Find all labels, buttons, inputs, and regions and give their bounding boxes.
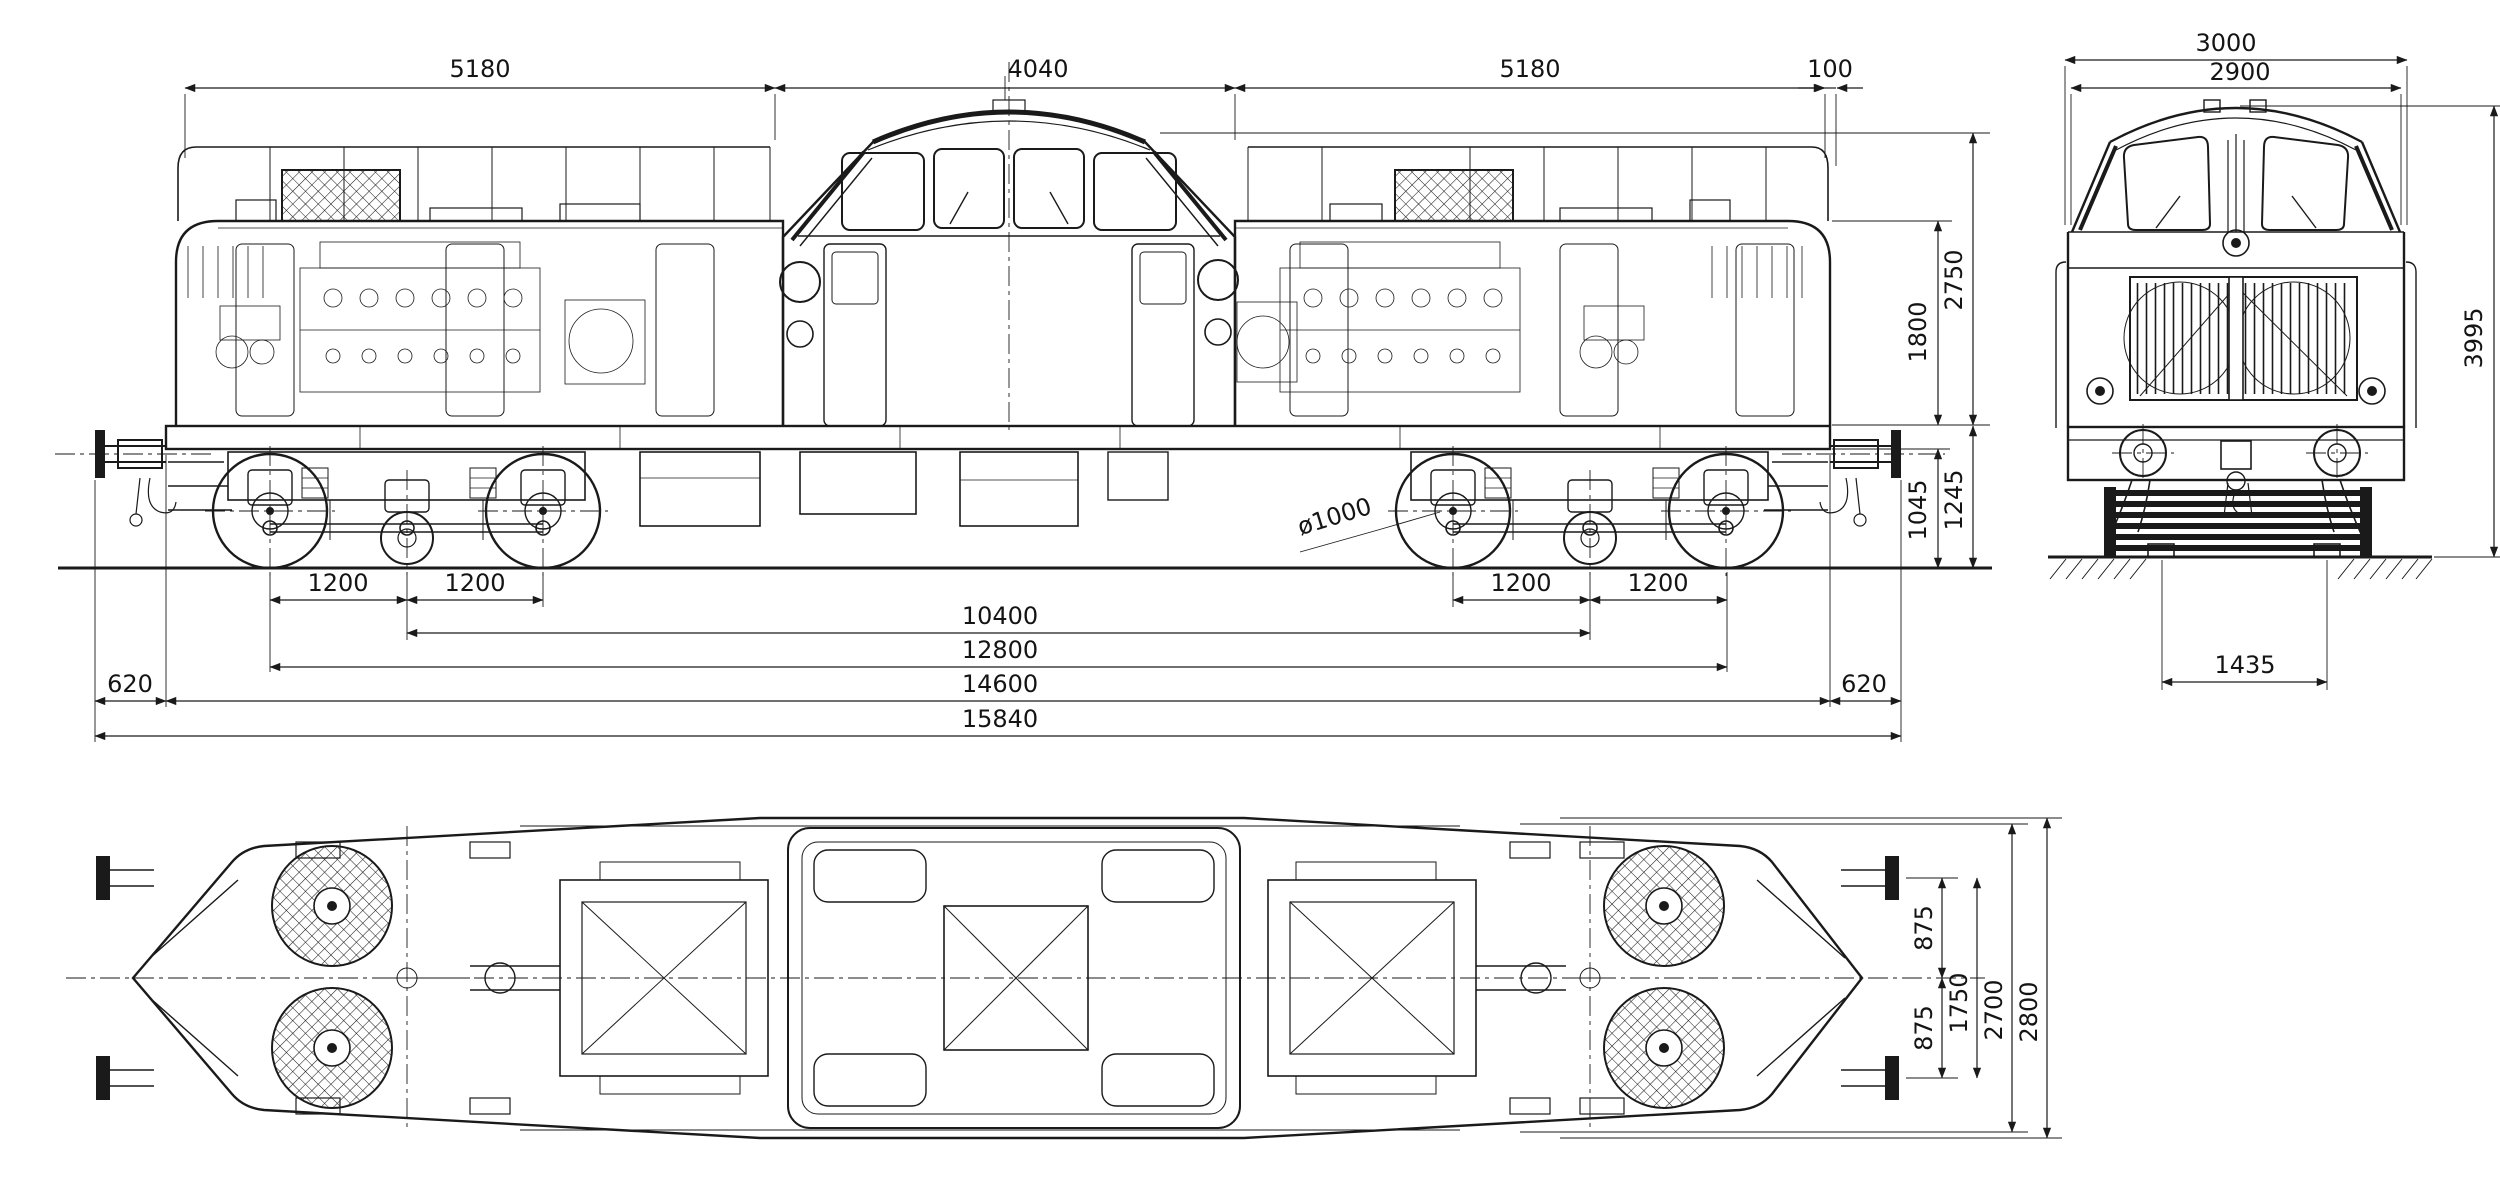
front-view: 3000 2900 3995 1435 — [2048, 29, 2500, 690]
dim-label: 1200 — [1490, 569, 1551, 597]
ground-hatching — [2049, 558, 2433, 580]
dim-label: 620 — [107, 670, 153, 698]
engine-right — [1236, 241, 1803, 393]
dim-label: 2700 — [1980, 979, 2008, 1040]
cab — [779, 62, 1239, 430]
buffer-beam — [2066, 425, 2406, 482]
plan-engine-right — [1267, 861, 1604, 1095]
hood-left — [174, 146, 785, 426]
dim-label: 3000 — [2195, 29, 2256, 57]
cab-window — [841, 152, 925, 231]
plan-buffer — [1840, 855, 1900, 901]
roof-fan — [271, 845, 393, 967]
cab-door — [823, 243, 887, 427]
roof-hatch — [943, 905, 1089, 1051]
plan-buffer — [95, 1055, 155, 1101]
porthole — [779, 261, 821, 303]
plan-buffer — [1840, 1055, 1900, 1101]
buffer-front-right — [2306, 424, 2368, 482]
dim-label: 1045 — [1904, 479, 1932, 540]
roof-fan — [1603, 987, 1725, 1109]
dim-label: 100 — [1807, 55, 1853, 83]
dim-label: 1800 — [1904, 301, 1932, 362]
pilot — [2104, 487, 2372, 557]
dim-label: 1435 — [2214, 651, 2275, 679]
plan-engine-left — [392, 861, 769, 1095]
dim-label: 2750 — [1940, 249, 1968, 310]
cab-door — [1131, 243, 1195, 427]
cab-window — [933, 148, 1005, 229]
dim-label: 1200 — [307, 569, 368, 597]
buffer-right — [1763, 429, 1902, 527]
windshield-left — [2122, 135, 2212, 231]
dim-label: 1200 — [1627, 569, 1688, 597]
walkway-hatches — [295, 841, 1625, 1115]
radiator-grille-right — [1394, 169, 1514, 222]
buffer-front-left — [2112, 424, 2174, 482]
side-dimensions: 5180 4040 5180 100 2750 1800 1245 1045 — [94, 55, 1990, 742]
buffer-left — [95, 430, 232, 527]
front-body — [2055, 229, 2417, 428]
horn — [2203, 99, 2221, 113]
wheel-diameter-label: ø1000 — [1294, 492, 1375, 541]
plan-body-outline — [131, 816, 1864, 1140]
dim-label: 3995 — [2460, 307, 2488, 368]
coupler — [2220, 440, 2253, 517]
hood-right — [1233, 146, 1832, 426]
dim-label: 4040 — [1007, 55, 1068, 83]
dim-label: 1200 — [444, 569, 505, 597]
porthole — [1197, 259, 1239, 301]
windshield-right — [2260, 135, 2350, 231]
bogie-right — [1386, 444, 1793, 578]
underframe — [164, 424, 1832, 527]
dim-label: 5180 — [449, 55, 510, 83]
plan-buffer — [96, 856, 154, 900]
radiator-grille — [281, 169, 401, 222]
front-dimensions: 3000 2900 3995 1435 — [2064, 29, 2500, 690]
dim-label: 2900 — [2209, 58, 2270, 86]
front-cab — [2070, 99, 2402, 233]
bogie — [205, 446, 608, 576]
dim-label: 5180 — [1499, 55, 1560, 83]
plan-view: 875 875 1750 2700 2800 — [66, 816, 2062, 1140]
plan-cab — [787, 827, 1241, 1129]
headlamp — [2358, 377, 2386, 405]
roof-fan — [1603, 845, 1725, 967]
dim-label: 2800 — [2015, 981, 2043, 1042]
roof-fan — [271, 987, 393, 1109]
dim-label: 15840 — [962, 705, 1038, 733]
dim-label: 12800 — [962, 636, 1038, 664]
side-view: 5180 4040 5180 100 2750 1800 1245 1045 — [55, 55, 1992, 742]
dim-label: 10400 — [962, 602, 1038, 630]
dim-label: 875 — [1910, 905, 1938, 951]
engine-left — [187, 241, 646, 393]
cab-window — [1013, 148, 1085, 229]
dim-label: 1245 — [1940, 469, 1968, 530]
plan-dimensions: 875 875 1750 2700 2800 — [1520, 817, 2062, 1139]
cab-window — [1093, 152, 1177, 231]
dim-label: 620 — [1841, 670, 1887, 698]
dim-label: 14600 — [962, 670, 1038, 698]
dim-label: 1750 — [1945, 972, 1973, 1033]
headlamp — [2086, 377, 2114, 405]
dim-label: 875 — [1910, 1005, 1938, 1051]
